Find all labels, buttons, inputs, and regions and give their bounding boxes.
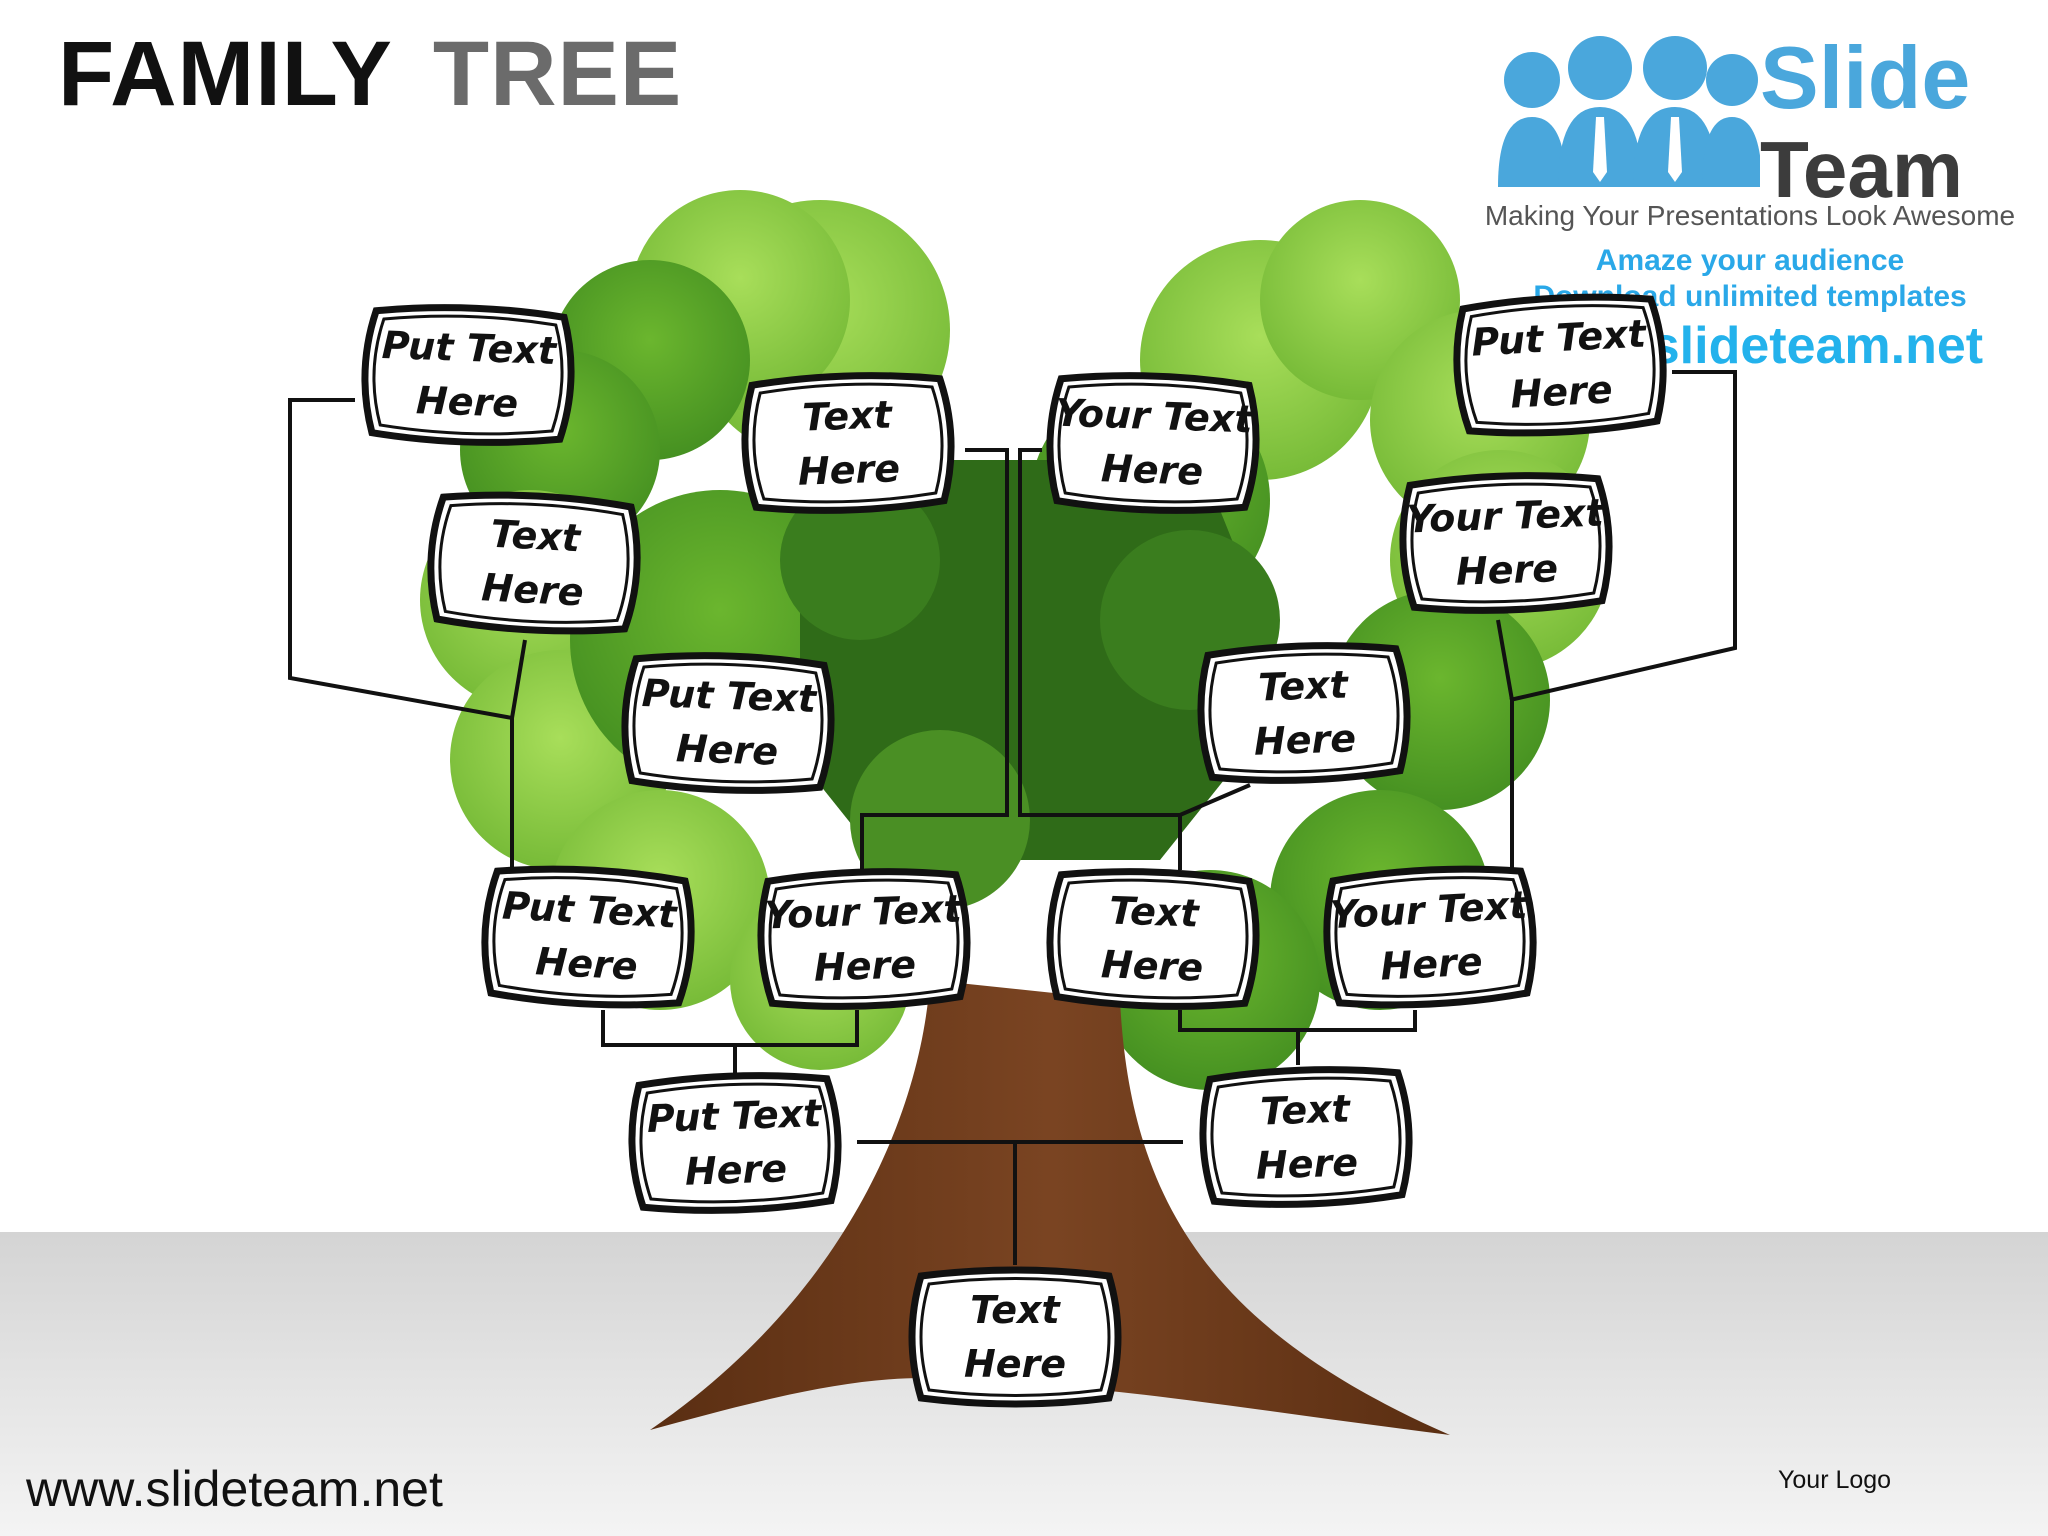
- node-frame: [1046, 868, 1260, 1010]
- trunk: [650, 980, 1450, 1435]
- brand-name-slide: Slide: [1760, 28, 1971, 127]
- node-frame: [481, 865, 695, 1009]
- node-frame: [757, 868, 971, 1010]
- title-word-tree: TREE: [432, 23, 683, 125]
- node-frame: [361, 304, 575, 446]
- footer-logo-placeholder: Your Logo: [1778, 1466, 1892, 1494]
- node-frame: [427, 491, 641, 635]
- node-frame: [908, 1266, 1122, 1408]
- footer-url[interactable]: www.slideteam.net: [26, 1461, 443, 1517]
- node-frame: [628, 1072, 842, 1214]
- brand-tagline: Making Your Presentations Look Awesome: [1484, 200, 2016, 231]
- people-logo-icon: [1498, 36, 1760, 187]
- promo-line-1: Amaze your audience: [1595, 244, 1905, 277]
- node-frame: [1323, 865, 1537, 1009]
- node-frame: [1199, 1066, 1413, 1208]
- node-frame: [741, 372, 955, 514]
- node-frame: [1046, 372, 1260, 514]
- node-frame: [621, 652, 835, 794]
- node-frame: [1197, 642, 1411, 784]
- node-frame: [1399, 472, 1613, 614]
- title-word-family: FAMILY: [58, 23, 393, 125]
- node-frame: [1453, 293, 1667, 437]
- connector-lines: [288, 370, 1737, 1265]
- brand-name-team: Team: [1760, 125, 1964, 214]
- page-title: FAMILY TREE: [58, 22, 682, 127]
